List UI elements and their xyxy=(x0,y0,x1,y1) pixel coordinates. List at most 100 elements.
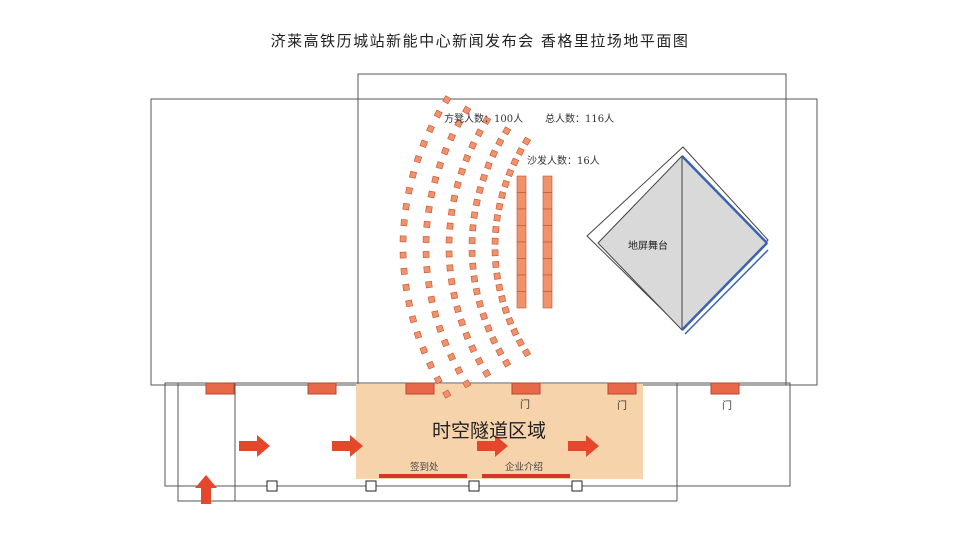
chair-seat xyxy=(431,175,440,184)
chair-seat xyxy=(422,251,430,258)
chair-seat xyxy=(400,267,408,275)
chair-seat xyxy=(475,299,484,309)
chair-seat xyxy=(474,128,484,138)
chair-seat xyxy=(498,191,507,200)
chair-seat xyxy=(493,272,501,280)
chair-seat xyxy=(468,237,476,244)
chair-seat xyxy=(423,220,431,228)
chair-seat xyxy=(479,312,488,321)
chair-seat xyxy=(450,194,459,203)
chair-seat xyxy=(491,237,499,245)
chair-seat xyxy=(413,330,423,340)
pillar xyxy=(468,480,480,492)
chair-seat xyxy=(462,154,472,163)
chair-seat xyxy=(495,347,505,357)
chair-seat xyxy=(400,219,408,227)
chairs-count-label: 方凳人数：100人 xyxy=(444,114,524,125)
chair-seat xyxy=(435,161,445,170)
sofa-seat xyxy=(542,291,553,309)
chair-seat xyxy=(498,294,507,303)
door-markers xyxy=(205,382,740,395)
door-label: 门 xyxy=(617,401,627,412)
chair-seat xyxy=(501,179,510,189)
door-marker xyxy=(710,382,740,395)
arc-seating xyxy=(399,95,532,399)
chair-seat xyxy=(405,186,413,195)
chair-seat xyxy=(433,375,443,385)
chair-seat xyxy=(447,132,456,142)
chair-seat xyxy=(510,157,520,167)
chair-seat xyxy=(402,283,410,292)
chair-seat xyxy=(402,202,410,211)
chair-seat xyxy=(484,324,493,333)
chair-seat xyxy=(479,173,488,182)
chair-seat xyxy=(495,137,505,147)
chair-seat xyxy=(446,222,454,230)
chair-seat xyxy=(493,214,501,222)
chair-seat xyxy=(521,136,532,146)
chair-seat xyxy=(405,299,413,308)
arrow-up-icon xyxy=(195,475,217,504)
chair-seat xyxy=(447,352,456,362)
door-marker xyxy=(607,382,637,395)
chair-seat xyxy=(468,250,476,257)
chair-seat xyxy=(453,305,462,314)
sofa-seat xyxy=(516,175,527,193)
sofa-seat xyxy=(542,274,553,292)
chair-seat xyxy=(472,198,481,207)
chair-seat xyxy=(408,315,418,324)
chair-seat xyxy=(472,287,481,296)
chair-seat xyxy=(462,379,472,389)
chair-seat xyxy=(419,345,429,355)
chair-seat xyxy=(441,338,450,348)
chair-seat xyxy=(470,211,479,219)
chair-seat xyxy=(431,310,440,319)
pillar xyxy=(266,480,278,492)
arrow-right-icon xyxy=(477,435,508,457)
chair-seat xyxy=(482,115,492,126)
chair-seat xyxy=(495,202,504,211)
sofa-seat xyxy=(516,208,527,226)
chair-seat xyxy=(422,236,430,243)
chair-seat xyxy=(426,124,435,134)
chair-seat xyxy=(423,266,431,274)
chair-seat xyxy=(489,335,499,345)
chair-seat xyxy=(462,105,472,115)
sofa-seating xyxy=(516,175,553,309)
chair-seat xyxy=(474,356,484,366)
sofa-count-label: 沙发人数：16人 xyxy=(527,156,600,167)
chair-seat xyxy=(475,185,484,195)
chair-seat xyxy=(425,280,433,289)
company-intro-label: 企业介绍 xyxy=(505,462,544,473)
chair-seat xyxy=(425,205,433,214)
pillar xyxy=(365,480,377,492)
chair-seat xyxy=(489,149,499,159)
door-marker xyxy=(205,382,235,395)
chair-seat xyxy=(482,368,492,378)
sofa-seat xyxy=(516,274,527,292)
sofa-seat xyxy=(542,225,553,243)
door-marker xyxy=(307,382,337,395)
door-label: 门 xyxy=(722,401,732,412)
chair-seat xyxy=(492,225,500,234)
sofa-seat xyxy=(542,241,553,259)
chair-seat xyxy=(502,358,512,368)
company-intro-counter xyxy=(482,474,570,478)
chair-seat xyxy=(457,318,466,327)
door-marker xyxy=(511,382,541,395)
stage xyxy=(586,146,769,335)
tunnel-area-label: 时空隧道区域 xyxy=(432,420,547,442)
door-label: 门 xyxy=(520,400,530,411)
chair-seat xyxy=(521,348,532,358)
chair-seat xyxy=(454,119,464,128)
chair-seat xyxy=(427,295,436,304)
chair-seat xyxy=(470,275,479,283)
chair-seat xyxy=(435,324,445,333)
chair-seat xyxy=(484,161,493,170)
chair-seat xyxy=(447,208,456,217)
chair-seat xyxy=(462,331,472,340)
door-marker xyxy=(405,382,435,395)
chair-seat xyxy=(505,168,515,178)
chair-seat xyxy=(495,283,504,292)
chair-seat xyxy=(445,250,453,258)
